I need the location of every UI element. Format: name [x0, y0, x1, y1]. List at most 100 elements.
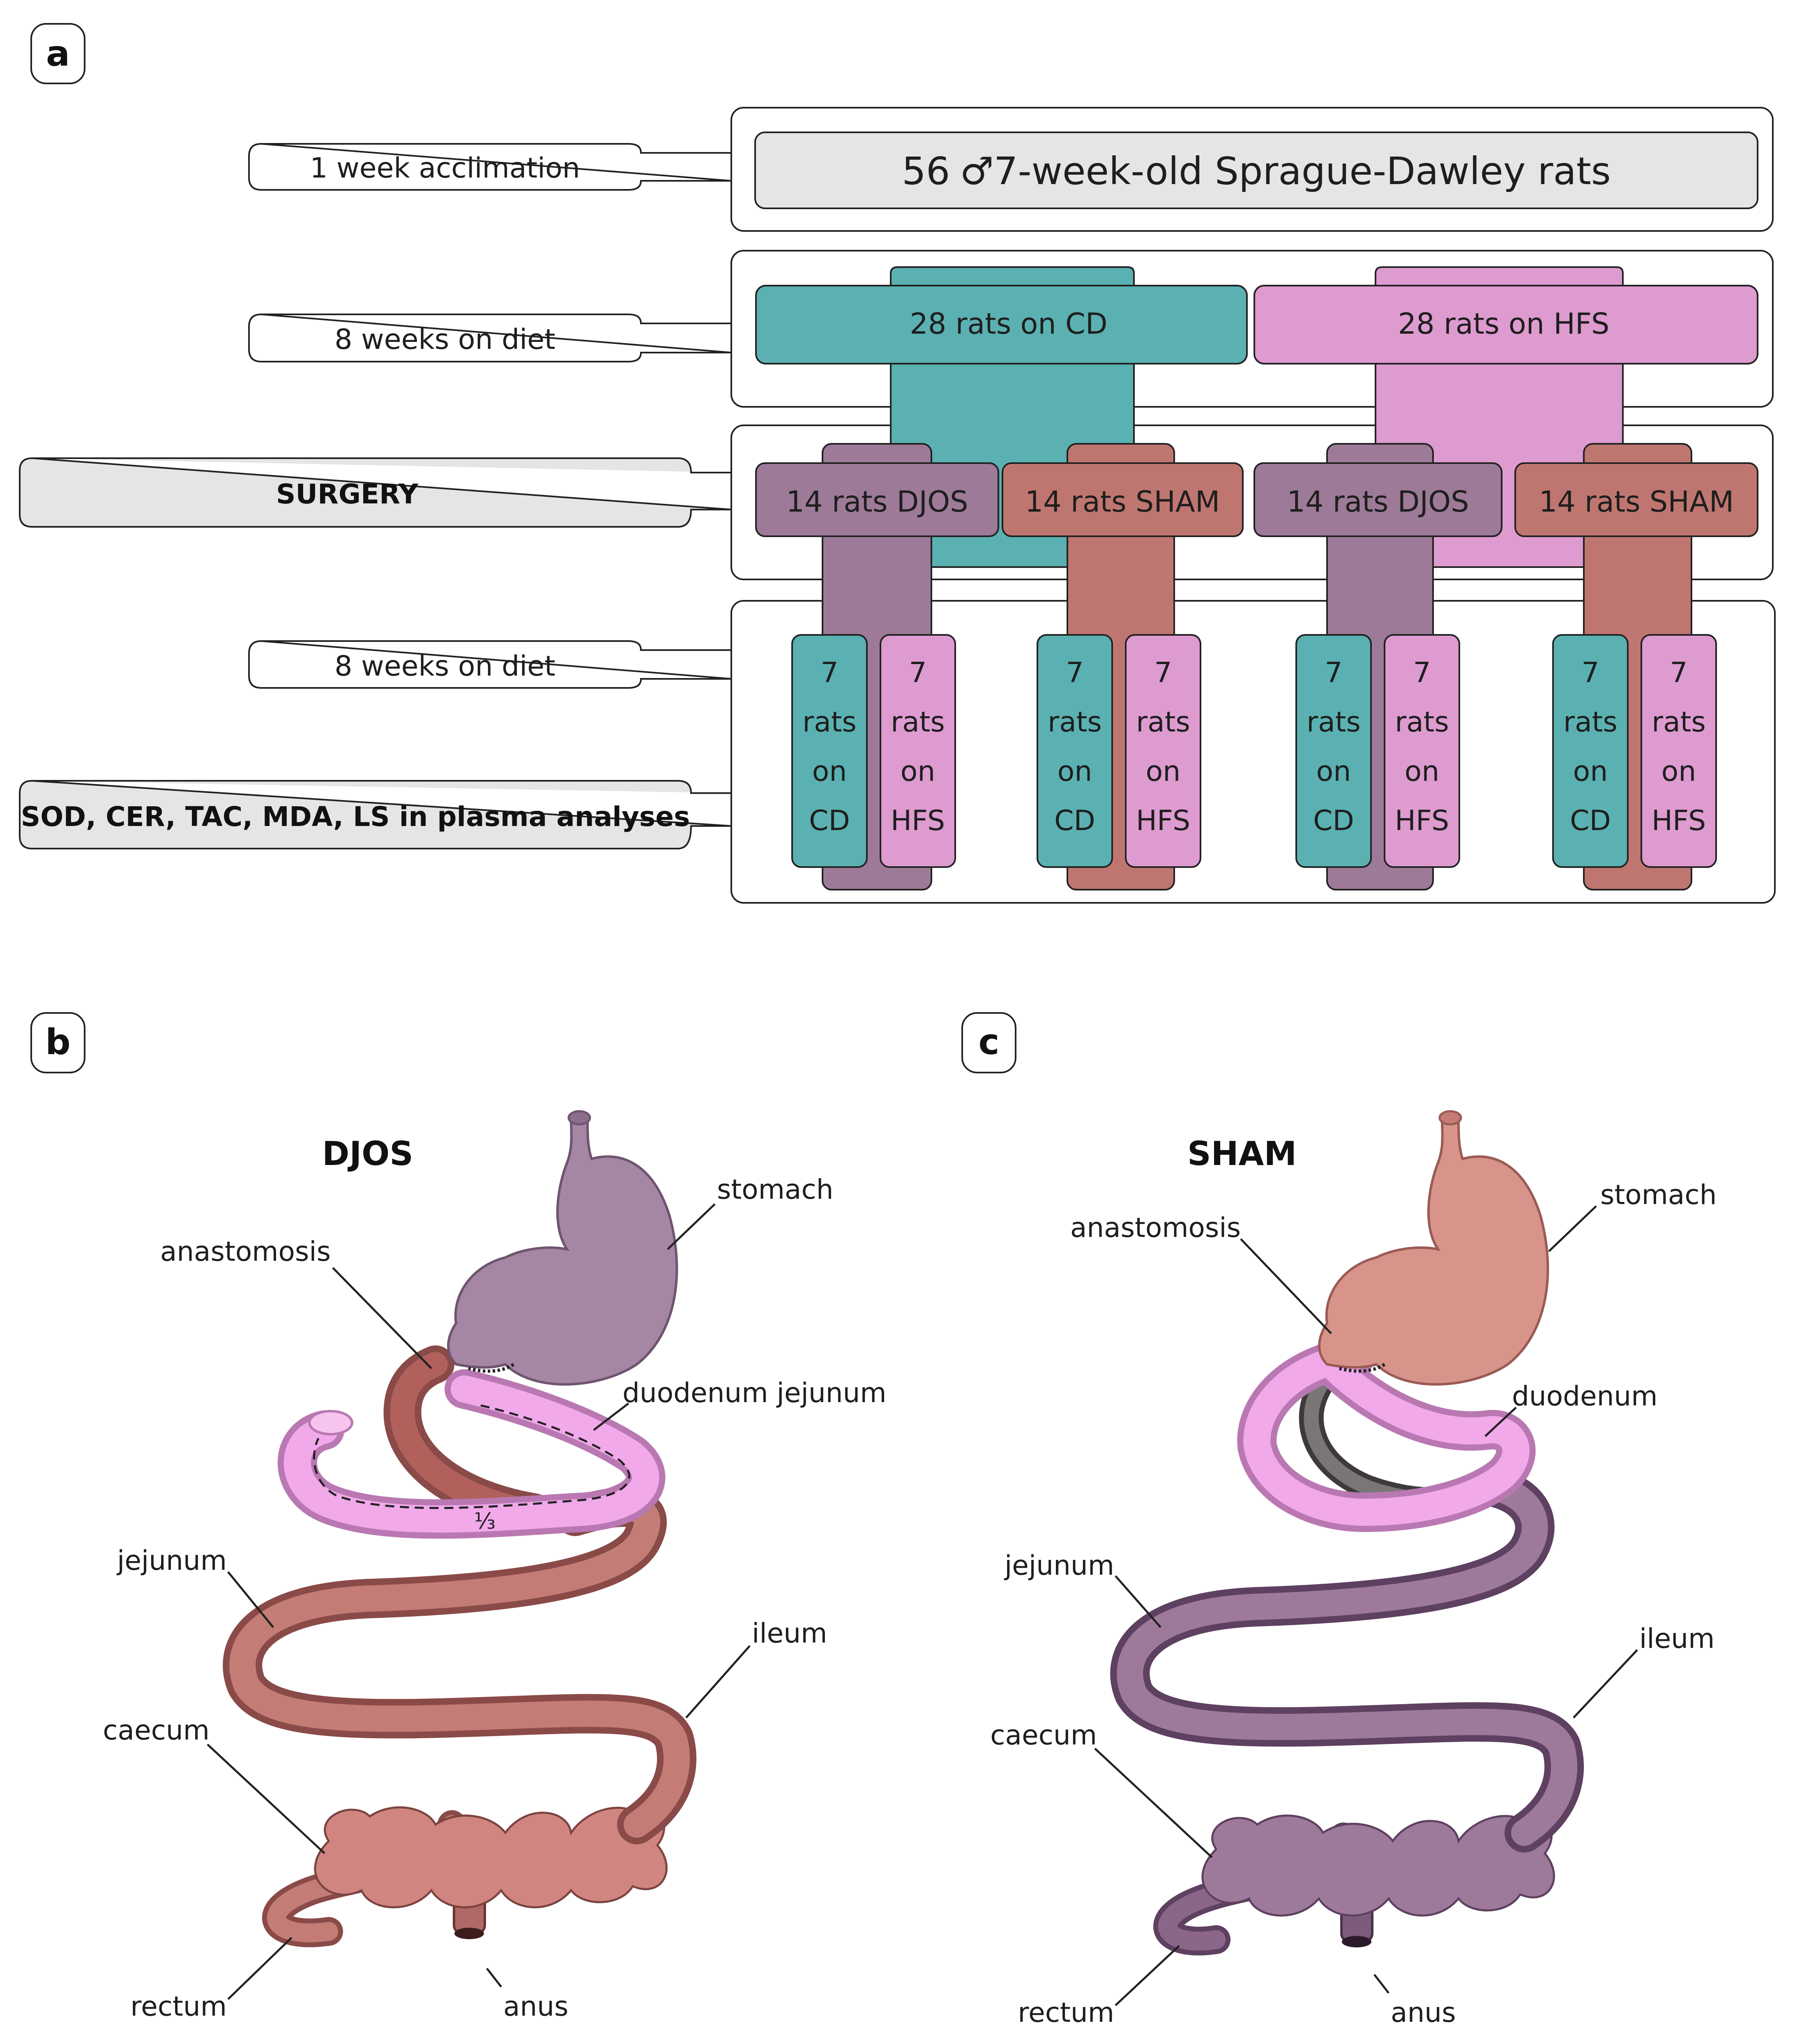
djos-label-anus: anus: [503, 1991, 569, 2022]
cohort-box: [754, 131, 1758, 209]
djos-label-anastomosis: anastomosis: [160, 1236, 331, 1267]
djos-lead-ileum: [685, 1645, 751, 1719]
djos-fraction-label: ⅓: [474, 1508, 495, 1534]
sham-lead-rectum: [1115, 1945, 1180, 2006]
surgery-box-4: [1514, 462, 1758, 537]
panel-b-badge: [30, 1012, 85, 1073]
final-group-text: CD: [1054, 805, 1095, 837]
final-group-text: CD: [809, 805, 850, 837]
surgery-label-2: 14 rats SHAM: [1025, 485, 1220, 519]
final-group-text: on: [812, 755, 847, 788]
sham-label-stomach: stomach: [1600, 1179, 1717, 1211]
djos-label-jejunum: jejunum: [116, 1545, 227, 1576]
final-group-text: 7: [1581, 657, 1599, 689]
diet-box-hfs: [1254, 285, 1758, 365]
djos-label-stomach: stomach: [717, 1174, 834, 1205]
panel-b-letter: b: [45, 1022, 71, 1063]
final-group-box: [1125, 634, 1201, 868]
final-group-box: [1641, 634, 1717, 868]
final-group-text: rats: [1307, 706, 1361, 738]
panel-b: b DJOS ⅓: [30, 1012, 887, 2022]
surgery-box-2: [1002, 462, 1244, 537]
djos-lead-anus: [486, 1968, 502, 1988]
final-group-box: [1552, 634, 1629, 868]
djos-lead-anastomosis: [332, 1267, 432, 1369]
final-group-box: [1384, 634, 1460, 868]
diet-label-cd: 28 rats on CD: [910, 307, 1107, 341]
sham-stomach-shape: [1318, 1117, 1549, 1386]
final-group-text: on: [1146, 755, 1181, 788]
final-group-text: on: [1661, 755, 1696, 788]
surgery-label-1: 14 rats DJOS: [786, 485, 968, 519]
sham-label-anastomosis: anastomosis: [1070, 1212, 1241, 1243]
label-analyses: SOD, CER, TAC, MDA, LS in plasma analyse…: [21, 801, 690, 833]
djos-label-caecum: caecum: [103, 1714, 210, 1746]
final-group-box: [1037, 634, 1113, 868]
final-group-text: on: [1405, 755, 1440, 788]
final-group-text: on: [1058, 755, 1092, 788]
sham-label-anus: anus: [1391, 1997, 1456, 2028]
tab-diet-2: 8 weeks on diet: [248, 640, 732, 689]
sham-lead-caecum: [1094, 1748, 1213, 1858]
tab-surgery: SURGERY: [19, 457, 732, 528]
final-group-text: rats: [802, 706, 857, 738]
final-group-box: [880, 634, 956, 868]
final-group-text: on: [1316, 755, 1351, 788]
final-group-text: 7: [909, 657, 926, 689]
final-group-text: rats: [1395, 706, 1449, 738]
djos-label-rectum: rectum: [130, 1991, 227, 2022]
cohort-text: 56♂7-week-old Sprague-Dawley rats: [902, 149, 1611, 193]
diet-box-cd: [755, 285, 1248, 365]
sham-label-duodenum: duodenum: [1512, 1380, 1658, 1412]
sham-lead-anus: [1373, 1974, 1389, 1994]
djos-label-duodenum: duodenum jejunum: [622, 1377, 887, 1409]
panel-a-badge: [30, 23, 85, 84]
surgery-label-3: 14 rats DJOS: [1287, 485, 1469, 519]
djos-caecum-shape: [314, 1806, 668, 1908]
label-acclimation: 1 week acclimation: [310, 152, 580, 185]
panel-a-letter: a: [46, 33, 70, 74]
final-group-text: on: [1573, 755, 1608, 788]
djos-lead-rectum: [227, 1937, 293, 2000]
sham-label-rectum: rectum: [1018, 1997, 1114, 2028]
label-diet-1: 8 weeks on diet: [334, 323, 555, 356]
djos-title: DJOS: [322, 1135, 413, 1173]
sham-label-caecum: caecum: [990, 1719, 1097, 1751]
sham-lead-stomach: [1548, 1205, 1597, 1252]
final-group-text: on: [901, 755, 936, 788]
sham-title: SHAM: [1187, 1135, 1297, 1173]
sham-label-jejunum: jejunum: [1004, 1550, 1114, 1581]
final-group-text: rats: [1136, 706, 1190, 738]
djos-stomach-shape: [447, 1117, 678, 1386]
panel-c-letter: c: [979, 1022, 1000, 1063]
final-group-text: HFS: [1136, 805, 1190, 837]
final-group-text: 7: [1066, 657, 1083, 689]
panel-a: a 1 week acclimation 8 weeks on diet SUR…: [19, 23, 1776, 904]
surgery-box-3: [1254, 462, 1502, 537]
diet-label-hfs: 28 rats on HFS: [1398, 307, 1610, 341]
final-group-text: rats: [891, 706, 945, 738]
final-group-text: HFS: [891, 805, 945, 837]
sham-lead-jejunum: [1115, 1575, 1161, 1628]
final-group-text: HFS: [1652, 805, 1706, 837]
final-group-text: rats: [1563, 706, 1618, 738]
djos-lead-caecum: [207, 1744, 325, 1854]
djos-gut-illustration: ⅓: [223, 1110, 697, 1947]
final-group-text: 7: [1325, 657, 1342, 689]
final-group-text: rats: [1652, 706, 1706, 738]
djos-label-ileum: ileum: [752, 1617, 827, 1649]
final-group-text: 7: [1413, 657, 1431, 689]
surgery-box-1: [755, 462, 999, 537]
frame-outcome: [730, 600, 1776, 904]
sham-caecum-shape: [1201, 1814, 1555, 1917]
sham-lead-anastomosis: [1240, 1238, 1332, 1334]
